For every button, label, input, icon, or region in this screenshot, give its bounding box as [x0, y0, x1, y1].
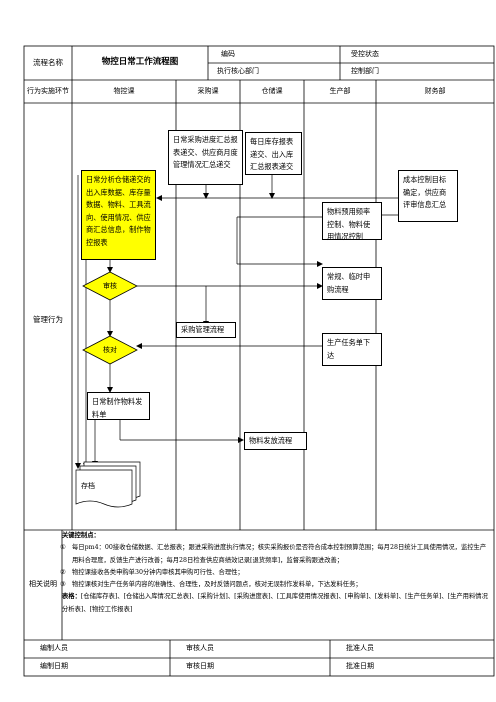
lane-purchasing: 采购课: [197, 86, 219, 95]
controlled-status-label: 受控状态: [351, 49, 379, 58]
lane-production: 生产部: [329, 86, 351, 95]
node-daily-analysis: 日常分析仓储递交的出入库数据、库存量数据、物料、工具流向、使用情况、供应商汇总信…: [81, 170, 156, 260]
archive-label: 存档: [81, 482, 95, 490]
node-material-issue-flow: 物料发放流程: [244, 432, 307, 450]
node-production-task: 生产任务单下达: [322, 333, 382, 366]
node-warehouse-summary: 每日库存报表递交、出入库汇总报表递交: [245, 132, 302, 175]
code-label: 编码: [221, 49, 235, 58]
node-cost-control: 成本控制目标确定，供应商评审信息汇总: [398, 170, 458, 222]
lane-finance: 财务部: [424, 86, 446, 95]
node-purchase-management: 采购管理流程: [176, 322, 236, 338]
prepared-date-label: 编制日期: [40, 662, 68, 671]
review-diamond: [82, 271, 138, 301]
reviewed-by-label: 审核人员: [186, 644, 214, 653]
key-points-title: 关键控制点：: [62, 532, 100, 539]
approved-by-label: 批准人员: [346, 644, 374, 653]
forms-list: 表格：[仓储库存表]、[仓储出入库情况汇总表]、[采购计划]、[采购进度表]、[…: [62, 593, 488, 613]
archive-document-icon: [75, 461, 141, 508]
review-label: 审核: [103, 282, 117, 290]
row-label-actions: 行为实施环节: [27, 86, 69, 95]
approved-date-label: 批准日期: [346, 662, 374, 671]
page-title: 物控日常工作流程图: [101, 57, 179, 68]
node-material-issue-form: 日常制作物料发料单: [87, 392, 150, 420]
check-diamond: [82, 335, 138, 365]
exec-dept-label: 执行核心部门: [217, 66, 259, 75]
reviewed-date-label: 审核日期: [186, 662, 214, 671]
lane-warehouse: 仓储课: [261, 86, 283, 95]
node-purchase-summary: 日常采购进度汇总报表递交、供应商月度管理情况汇总递交: [168, 130, 243, 185]
row-label-management: 管理行为: [33, 314, 63, 324]
process-name-label: 流程名称: [33, 57, 63, 67]
control-dept-label: 控制部门: [351, 66, 379, 75]
lane-material-control: 物控课: [113, 86, 135, 95]
row-label-notes: 相关说明: [29, 580, 57, 589]
node-material-frequency: 物料预用频率控制、物料使用情况控制: [322, 202, 382, 241]
check-label: 核对: [103, 346, 117, 354]
node-urgent-purchase: 常规、临时申购流程: [322, 267, 382, 300]
prepared-by-label: 编制人员: [40, 644, 68, 653]
